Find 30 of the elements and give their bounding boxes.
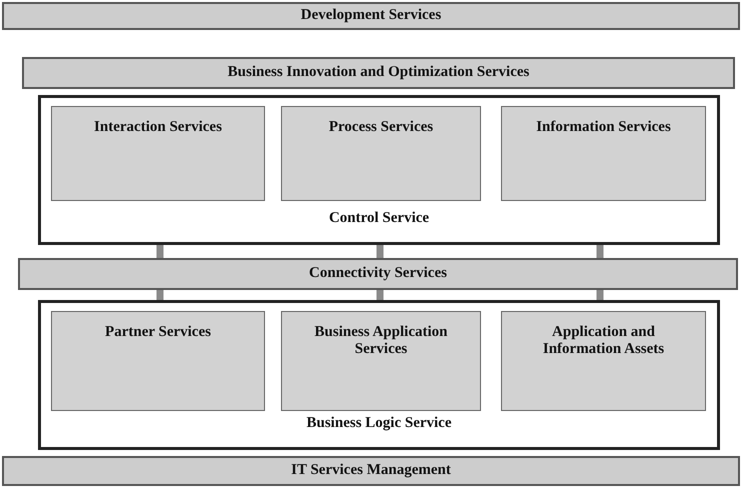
service-label: Process Services [328,119,434,136]
service-group-frame [38,95,720,245]
service-box [501,311,706,411]
service-label: Business Application Services [314,324,448,358]
service-label: Control Service [328,210,430,228]
service-bar [2,2,740,30]
service-label: Partner Services [104,324,212,342]
connector-pipe [376,245,384,258]
service-label: Development Services [300,7,442,25]
service-label: Connectivity Services [309,265,447,283]
service-bar [18,258,738,290]
service-box [51,106,265,201]
connector-pipe [596,290,604,300]
service-label: Business Logic Service [306,415,452,432]
connector-pipe [156,245,164,258]
service-label: Information Services [535,119,672,136]
service-box [281,106,481,201]
service-label: IT Services Management [291,462,451,480]
service-group-frame [38,300,720,450]
service-bar [2,456,740,486]
service-box [281,311,481,411]
service-bar [22,57,735,89]
service-box [501,106,706,201]
service-label: Application and Information Assets [542,324,666,358]
connector-pipe [596,245,604,258]
connector-pipe [156,290,164,300]
connector-pipe [376,290,384,300]
service-box [51,311,265,411]
service-label: Business Innovation and Optimization Services [228,64,530,82]
service-label: Interaction Services [93,119,223,136]
